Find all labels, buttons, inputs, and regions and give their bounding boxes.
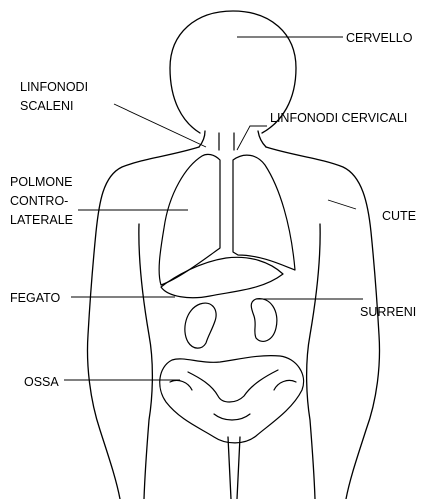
pelvis xyxy=(160,356,304,443)
contralateral-lung-label-line3: LATERALE xyxy=(10,213,73,227)
hip-joint-right xyxy=(274,380,296,390)
sacrum xyxy=(214,414,250,420)
trachea xyxy=(219,133,234,150)
contralateral-lung-label-line2: CONTRO- xyxy=(10,194,68,208)
liver-label: FEGATO xyxy=(10,291,61,305)
leader-lines xyxy=(64,37,363,380)
left-shoulder-arm xyxy=(88,147,200,499)
right-lung xyxy=(233,155,295,270)
right-shoulder-arm xyxy=(266,147,379,499)
organs xyxy=(159,133,303,443)
crotch-right xyxy=(237,437,240,499)
adrenals-label: SURRENI xyxy=(360,305,416,319)
brain-label: CERVELLO xyxy=(346,31,413,45)
left-lung xyxy=(159,154,220,285)
crotch-left xyxy=(228,437,231,499)
pelvis-inner xyxy=(188,370,278,402)
hip-joint-left xyxy=(170,380,192,390)
scalene-nodes-label-line1: LINFONODI xyxy=(20,80,88,94)
contralateral-lung-label-line1: POLMONE xyxy=(10,175,73,189)
right-torso-side xyxy=(307,224,321,499)
right-kidney xyxy=(251,299,277,342)
left-kidney xyxy=(185,303,216,348)
skin-leader xyxy=(328,200,356,209)
labels: CERVELLO LINFONODI SCALENI LINFONODI CER… xyxy=(10,31,416,389)
scalene-nodes-label-line2: SCALENI xyxy=(20,99,74,113)
liver xyxy=(161,257,283,297)
body-outline xyxy=(88,11,380,499)
left-torso-side xyxy=(139,224,153,499)
bone-label: OSSA xyxy=(24,375,59,389)
skin-label: CUTE xyxy=(382,209,416,223)
cervical-nodes-leader xyxy=(237,126,267,150)
cervical-nodes-label: LINFONODI CERVICALI xyxy=(270,111,407,125)
scalene-nodes-leader xyxy=(114,104,206,147)
